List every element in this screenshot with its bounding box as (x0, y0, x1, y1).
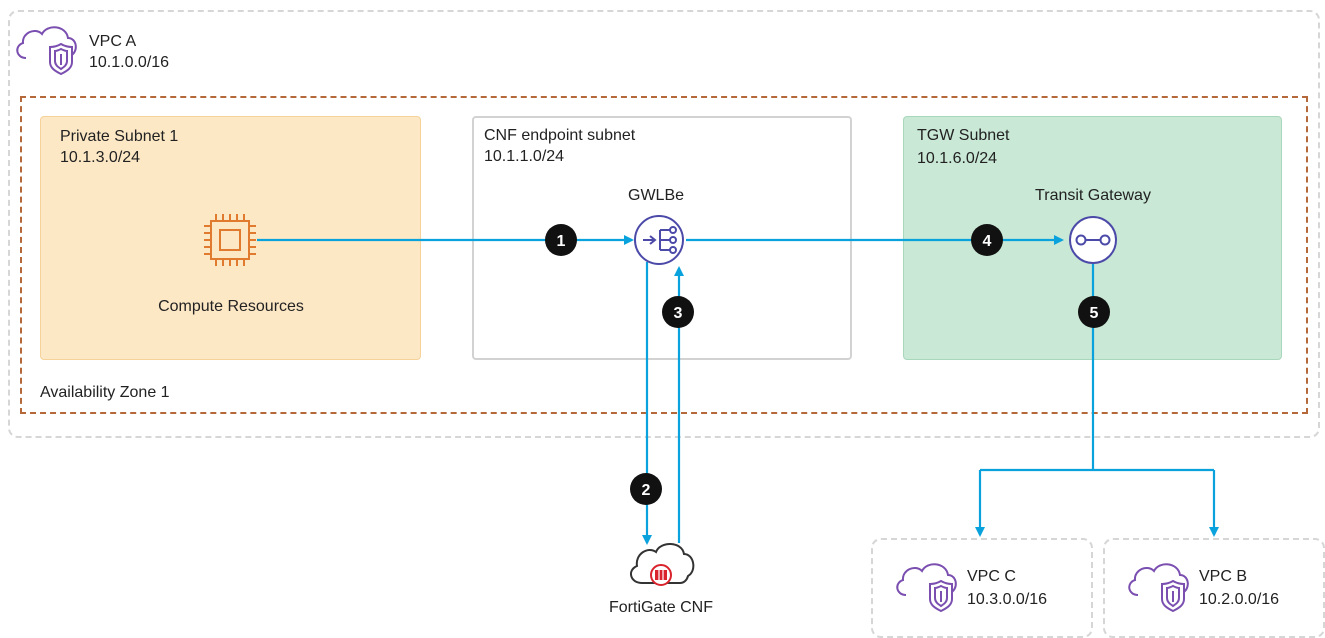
vpc-b-cidr: 10.2.0.0/16 (1199, 591, 1280, 608)
step-5-text: 5 (1090, 305, 1099, 322)
step-badge-3: 3 (662, 296, 694, 328)
tgw-subnet-cidr: 10.1.6.0/24 (917, 150, 998, 167)
vpc-shield-icon (16, 26, 77, 76)
step-3-text: 3 (674, 305, 683, 322)
fortigate-cloud-icon (630, 543, 695, 586)
step-badge-2: 2 (630, 473, 662, 505)
step-4-text: 4 (983, 233, 992, 250)
private-subnet-group (40, 116, 421, 360)
vpc-c-name: VPC C (967, 568, 1016, 585)
step-2-text: 2 (642, 482, 651, 499)
vpc-a-cidr: 10.1.0.0/16 (89, 54, 170, 71)
cnf-subnet-name: CNF endpoint subnet (484, 127, 636, 144)
cnf-subnet-cidr: 10.1.1.0/24 (484, 148, 565, 165)
step-badge-4: 4 (971, 224, 1003, 256)
tgw-subnet-name: TGW Subnet (917, 127, 1010, 144)
compute-resources-label: Compute Resources (158, 298, 304, 315)
availability-zone-label: Availability Zone 1 (40, 384, 170, 401)
vpc-b-name: VPC B (1199, 568, 1248, 585)
step-1-text: 1 (557, 233, 566, 250)
diagram-graphics: 1 2 3 4 5 (16, 26, 1219, 613)
step-badge-5: 5 (1078, 296, 1110, 328)
transit-gateway-icon (1069, 216, 1117, 264)
vpc-c-cidr: 10.3.0.0/16 (967, 591, 1048, 608)
private-subnet-cidr: 10.1.3.0/24 (60, 149, 141, 166)
gwlb-endpoint-icon (634, 215, 684, 265)
transit-gateway-label: Transit Gateway (1035, 187, 1151, 204)
vpc-a-group (8, 10, 1320, 438)
availability-zone-group (20, 96, 1308, 414)
step-badge-1: 1 (545, 224, 577, 256)
gwlbe-label: GWLBe (627, 187, 685, 204)
private-subnet-name: Private Subnet 1 (60, 128, 179, 145)
vpc-shield-icon (896, 563, 957, 613)
vpc-shield-icon (1128, 563, 1189, 613)
fortigate-cnf-label: FortiGate CNF (608, 599, 714, 616)
chip-icon (204, 214, 256, 266)
vpc-a-name: VPC A (89, 33, 137, 50)
